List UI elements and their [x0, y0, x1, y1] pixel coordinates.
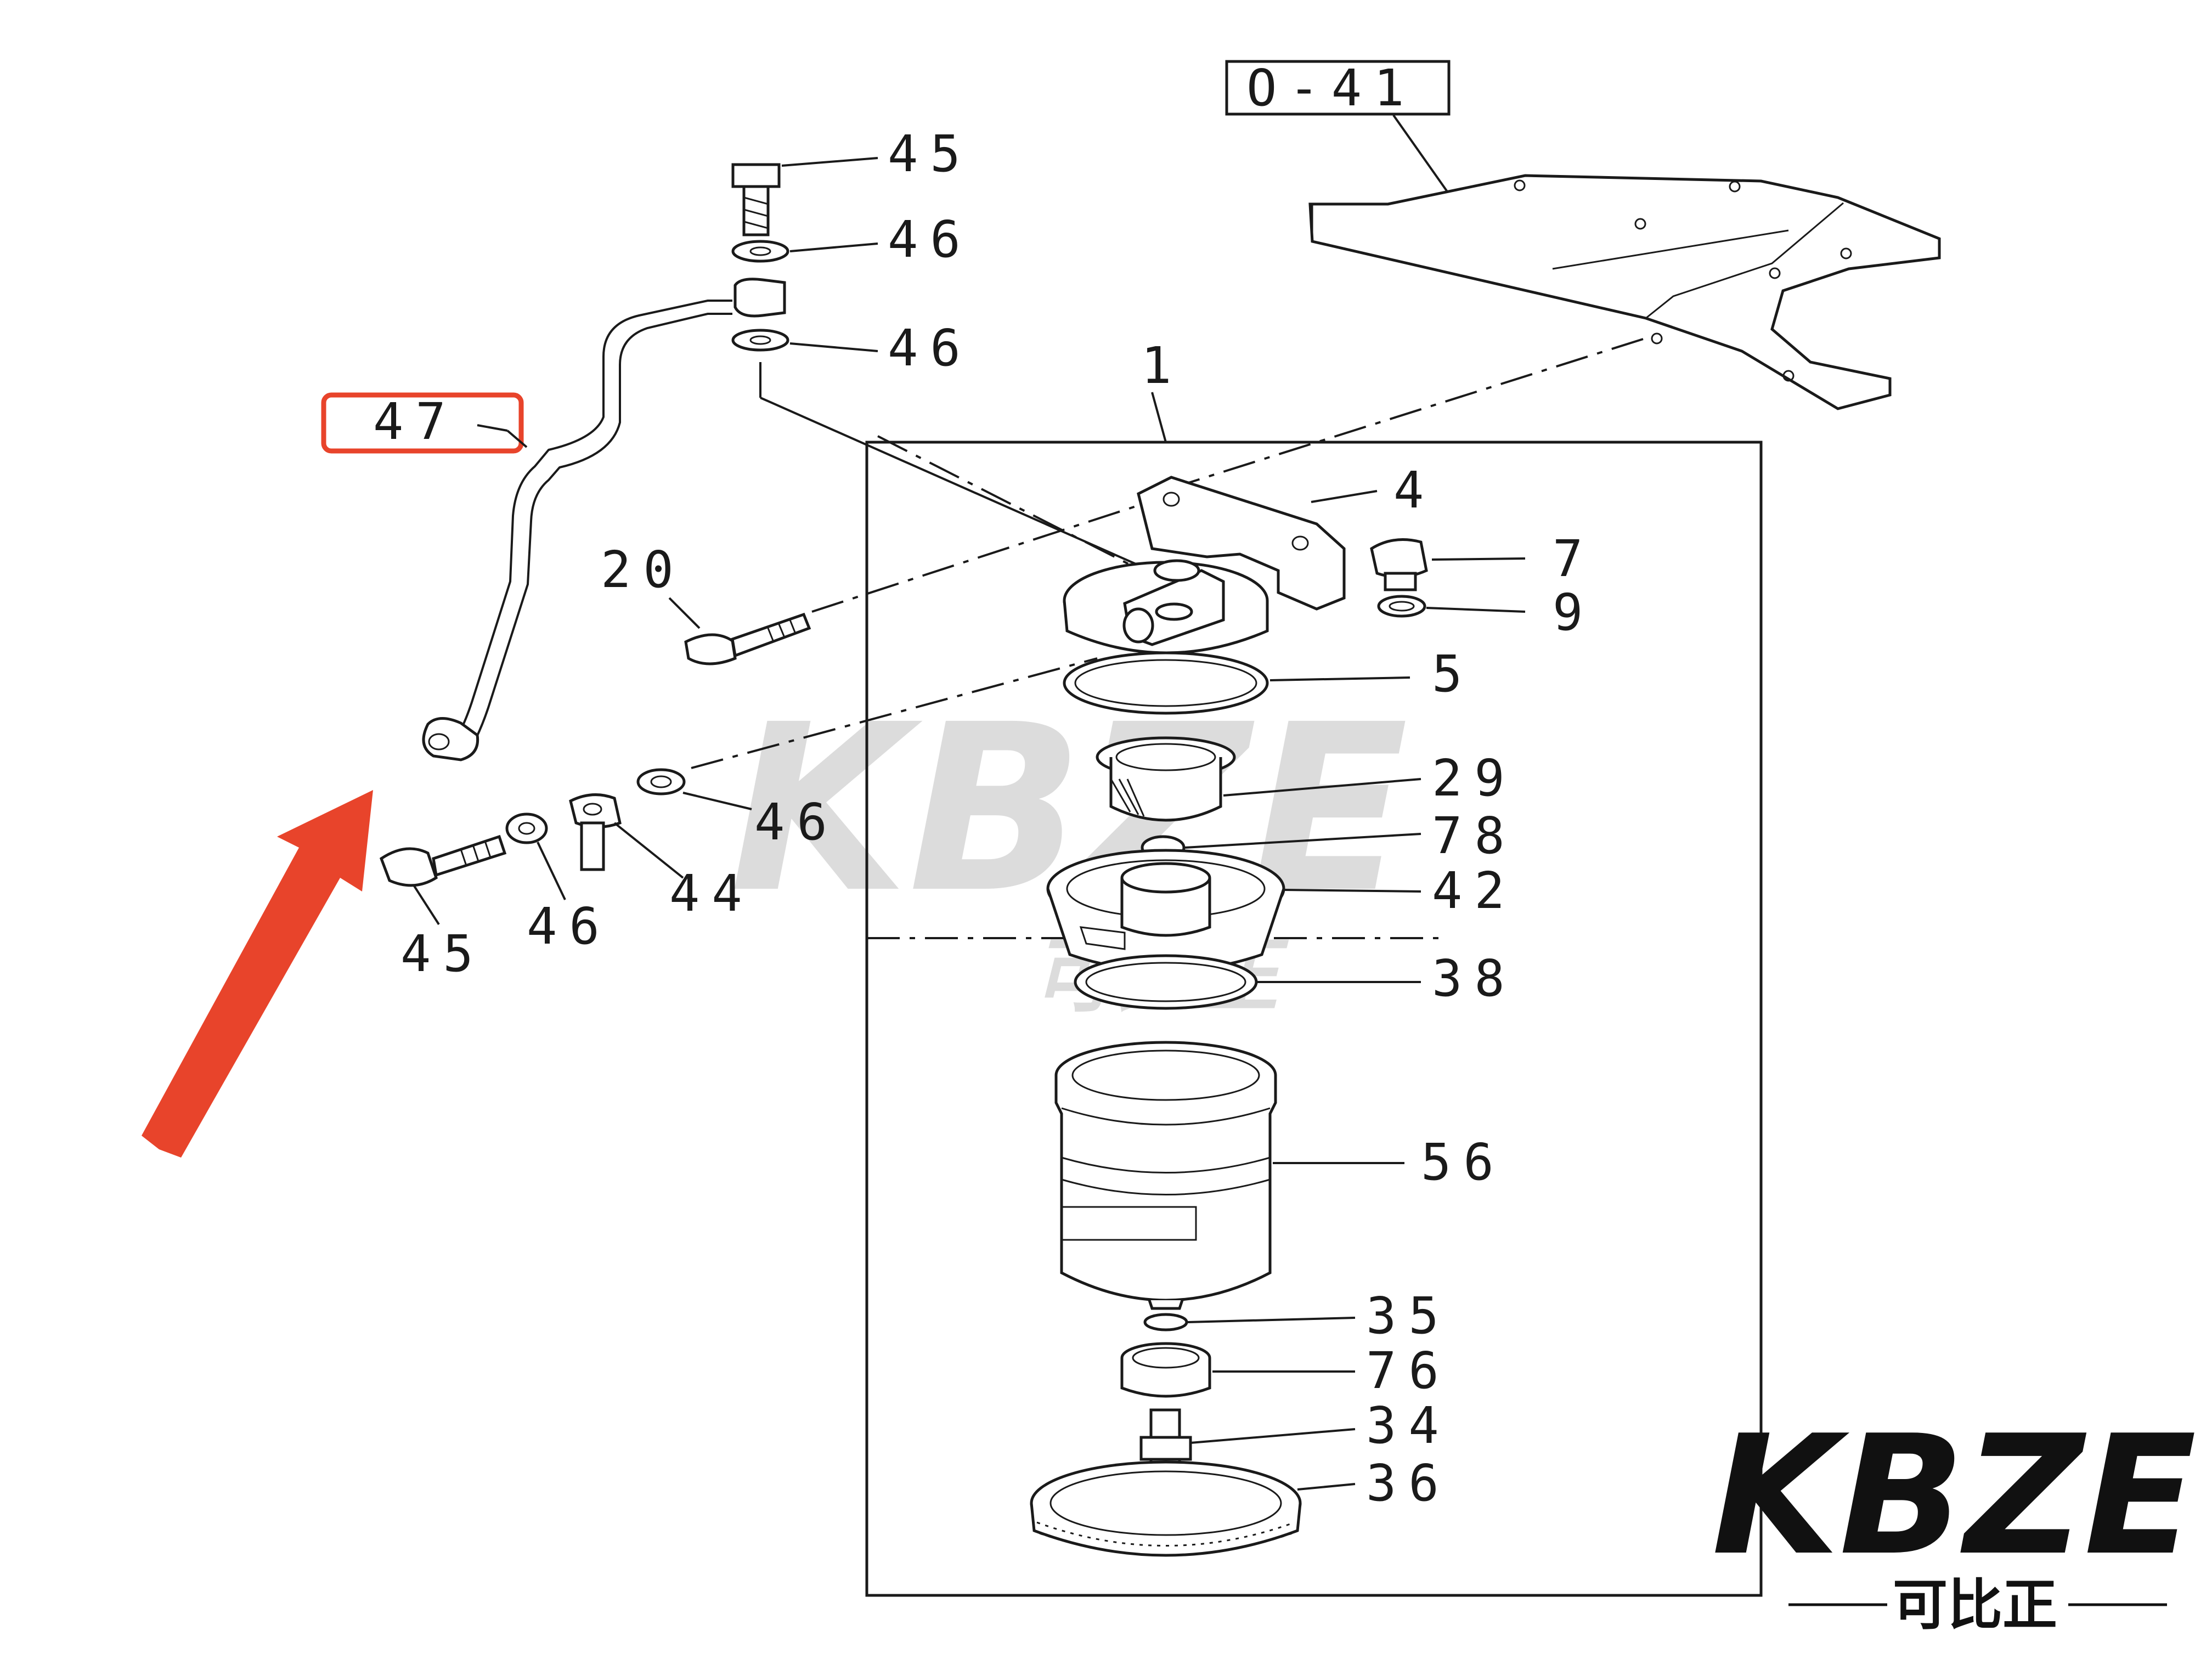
part-56-cartridge [1054, 1041, 1277, 1310]
label-47: 47 [373, 392, 458, 451]
label-46-c: 46 [754, 793, 839, 851]
label-46-b: 46 [888, 319, 973, 377]
part-44-banjo [569, 793, 622, 871]
part-46-washer [731, 240, 789, 263]
label-36: 36 [1366, 1454, 1451, 1513]
part-4-filter-head [1063, 476, 1346, 654]
label-42: 42 [1432, 861, 1517, 920]
label-45-top: 45 [888, 125, 973, 183]
part-47-pipe [422, 300, 732, 761]
label-78: 78 [1432, 806, 1517, 865]
highlight-arrow [142, 790, 373, 1158]
label-76: 76 [1366, 1341, 1451, 1400]
reference-label: O-41 [1246, 59, 1417, 117]
logo-text: KBZE [1712, 1400, 2197, 1592]
label-44: 44 [669, 864, 754, 923]
part-20-bolt [684, 612, 811, 665]
label-45-bottom: 45 [400, 924, 486, 983]
assembly-box [865, 441, 1763, 1597]
label-5: 5 [1432, 645, 1474, 703]
label-46-d: 46 [527, 897, 612, 956]
part-46-washer-4 [505, 812, 548, 844]
label-29: 29 [1432, 749, 1517, 808]
part-46-washer-2 [731, 329, 789, 352]
label-35: 35 [1366, 1286, 1451, 1345]
label-4: 4 [1393, 461, 1436, 520]
part-46-washer-3 [636, 768, 686, 795]
label-7: 7 [1553, 529, 1595, 588]
brand-logo: KBZE 可比正 [1712, 1400, 2197, 1637]
part-42-bowl [1046, 849, 1285, 973]
part-7-plug [1370, 538, 1428, 591]
label-9: 9 [1553, 583, 1595, 642]
label-46-a: 46 [888, 210, 973, 269]
part-76-sleeve [1120, 1342, 1211, 1398]
logo-subtext: 可比正 [1893, 1573, 2057, 1637]
label-56: 56 [1421, 1133, 1506, 1192]
part-36-ring-nut [1030, 1460, 1302, 1557]
label-34: 34 [1366, 1396, 1451, 1455]
part-45-top-bolt [731, 163, 781, 236]
part-5-o-ring [1063, 651, 1269, 715]
part-9-washer [1377, 595, 1426, 618]
label-20: 20 [601, 540, 686, 599]
highlight-box-47 [321, 392, 524, 454]
label-38: 38 [1432, 949, 1517, 1008]
mounting-bracket [1308, 174, 1941, 410]
label-1: 1 [1141, 336, 1183, 395]
part-29-element [1096, 736, 1236, 822]
part-45-bottom-bolt [379, 834, 507, 887]
part-35-o-ring [1143, 1313, 1188, 1331]
reference-label-box [1225, 60, 1451, 116]
